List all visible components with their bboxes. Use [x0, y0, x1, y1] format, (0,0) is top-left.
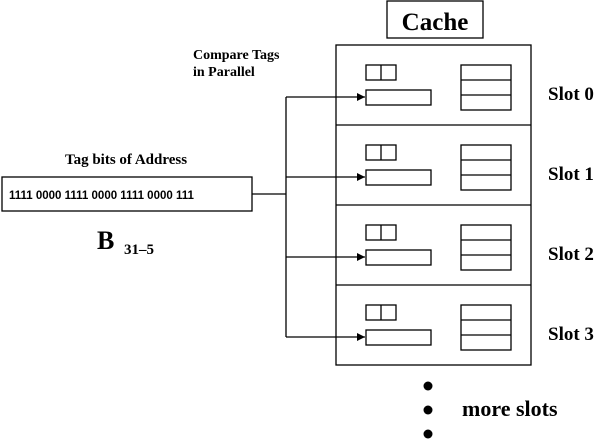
cache-slot-2: Slot 2 [336, 204, 594, 271]
address-tag-bits: 1111 0000 1111 0000 1111 0000 111 [9, 190, 194, 202]
slot-data-block [460, 144, 512, 191]
slot-label: Slot 3 [548, 324, 594, 345]
more-slots: more slots [423, 381, 558, 439]
slot-label: Slot 2 [548, 244, 594, 265]
ellipsis-dot-1 [423, 381, 433, 391]
cache-title-box [386, 0, 484, 39]
slot-tag-field [365, 169, 432, 186]
slot-tag-field [365, 89, 432, 106]
cache-slot-0: Slot 0 [365, 64, 594, 111]
slot-label: Slot 1 [548, 164, 594, 185]
cache-title-text: Cache [402, 9, 469, 36]
compare-tags-label-line1: Compare Tags [193, 48, 280, 63]
compare-tags-label-line2: in Parallel [193, 65, 255, 80]
slot-label: Slot 0 [548, 84, 594, 105]
ellipsis-dot-3 [423, 429, 433, 439]
cache-slot-3: Slot 3 [336, 284, 594, 351]
slot-tag-field [365, 329, 432, 346]
address-heading: Tag bits of Address [65, 152, 187, 168]
cache-title: Cache [386, 0, 484, 39]
cache-slot-1: Slot 1 [336, 124, 594, 191]
slot-data-block [460, 224, 512, 271]
compare-bus [252, 93, 365, 341]
bus-range: 31–5 [124, 242, 154, 258]
ellipsis-dot-2 [423, 405, 433, 415]
bus-symbol: B [97, 226, 114, 255]
address-tag-box [1, 176, 253, 212]
slot-data-block [460, 64, 512, 111]
cache-slots: Slot 0 Slot 1 Slot 2 Slot 3 [336, 64, 594, 351]
slot-data-block [460, 304, 512, 351]
slot-tag-field [365, 249, 432, 266]
more-slots-label: more slots [462, 396, 558, 421]
address-section: Tag bits of Address 1111 0000 1111 0000 … [1, 152, 253, 258]
